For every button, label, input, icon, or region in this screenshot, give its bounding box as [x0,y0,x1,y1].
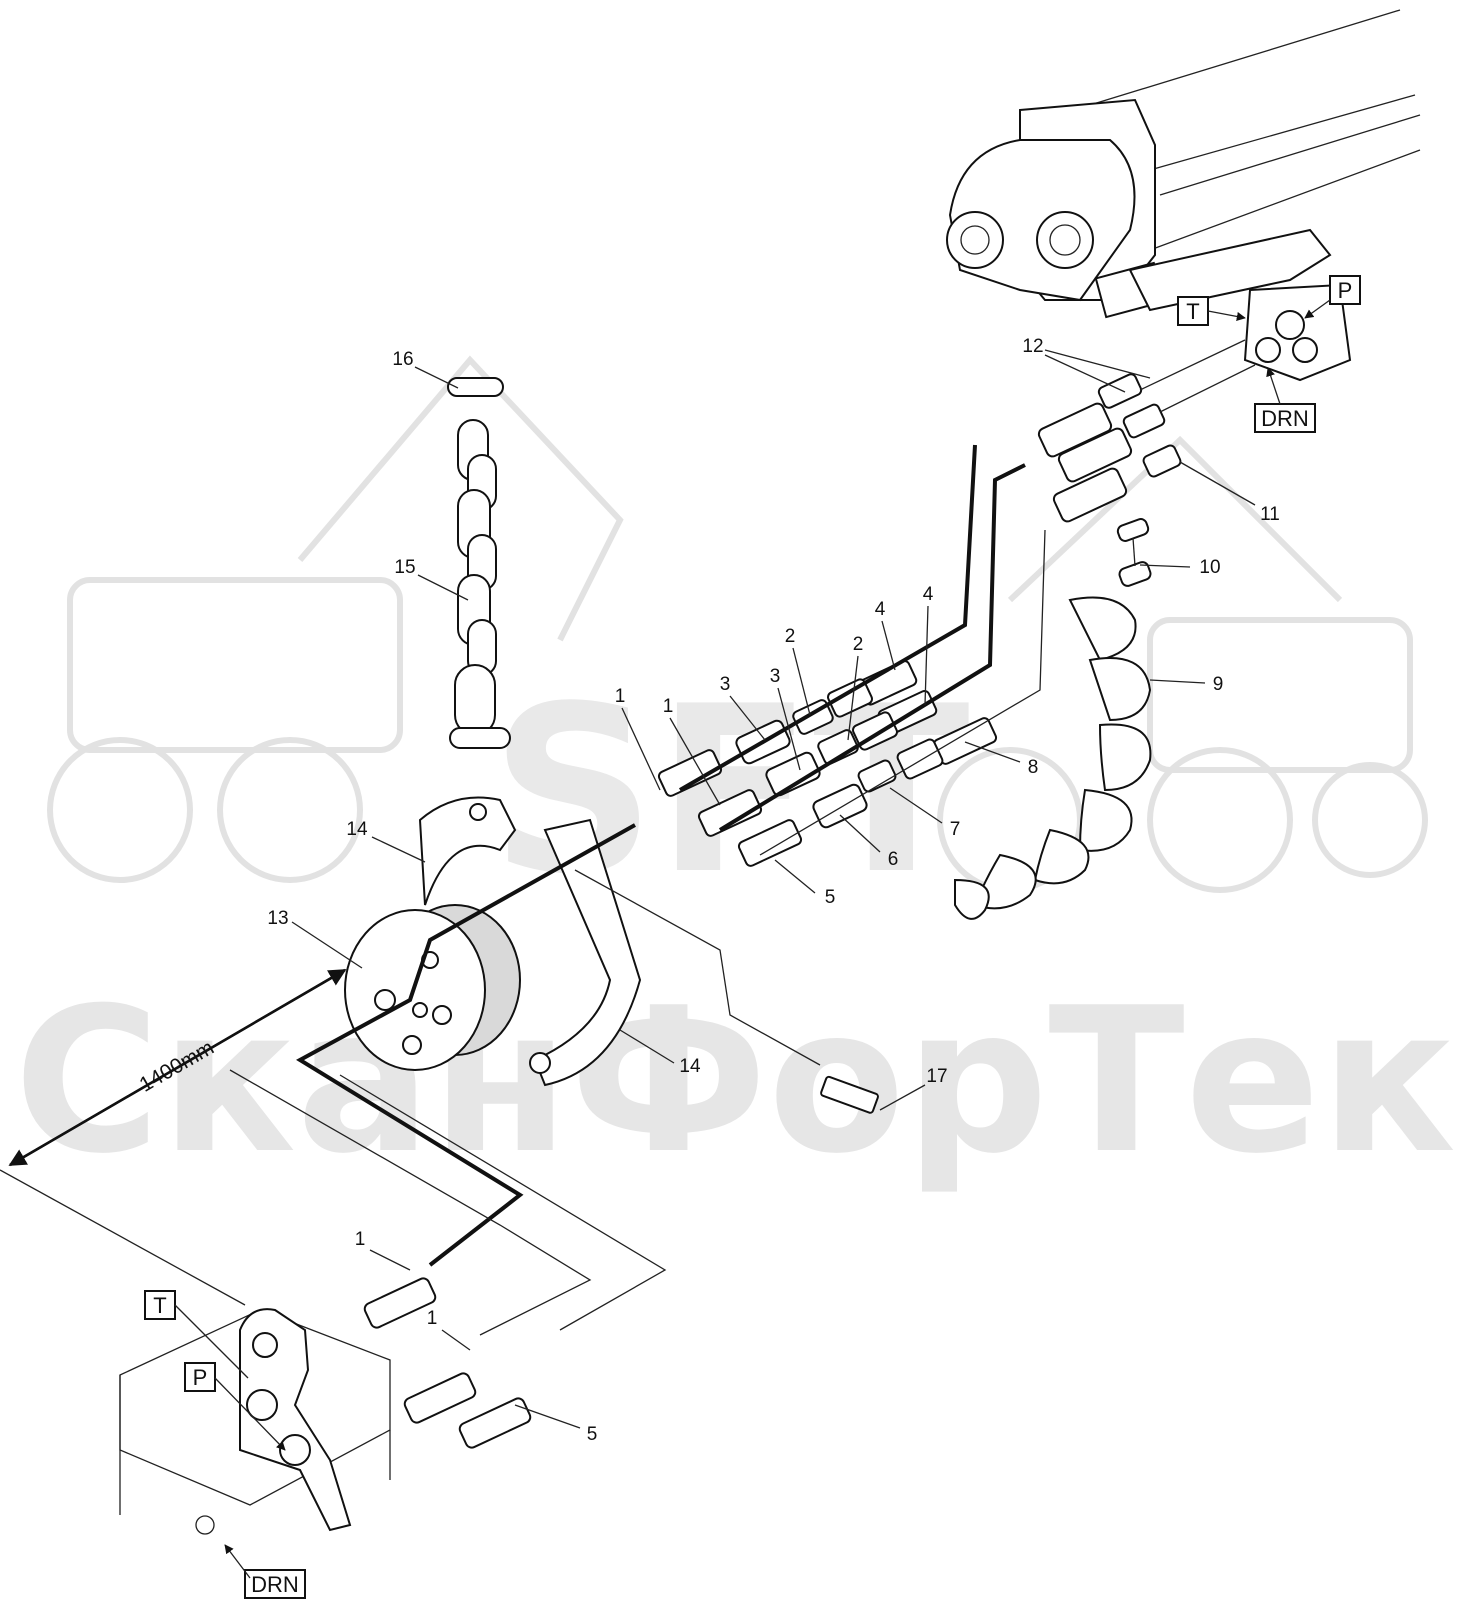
port-t-bottom: T [144,1290,249,1379]
callout-2: 2 [847,634,864,741]
port-drn-top: DRN [1254,367,1316,433]
callout-3: 3 [720,674,766,741]
svg-text:2: 2 [853,634,864,655]
svg-text:8: 8 [1028,757,1039,778]
callout-5: 5 [514,1404,598,1445]
svg-text:DRN: DRN [1261,406,1309,431]
svg-text:2: 2 [785,626,796,647]
lifting-chain [447,377,511,749]
chain-shackle-top [447,377,504,397]
svg-text:16: 16 [392,349,413,370]
boom-assembly [946,9,1421,382]
svg-text:12: 12 [1022,336,1043,357]
svg-text:15: 15 [394,557,415,578]
callout-14: 14 [619,1029,701,1077]
svg-text:4: 4 [875,599,886,620]
callout-1: 1 [663,696,721,806]
callout-4: 4 [875,599,896,671]
callout-15: 15 [394,557,469,601]
spiral-hose-guard [954,596,1152,920]
callout-5: 5 [774,859,836,908]
callout-10: 10 [1139,557,1221,578]
callout-7: 7 [889,787,961,840]
callout-8: 8 [964,741,1039,778]
svg-text:7: 7 [950,819,961,840]
port-p-top: P [1304,275,1361,319]
chain-shackle-bottom [449,727,511,749]
svg-text:17: 17 [926,1066,947,1087]
hose-routing [229,339,1256,1336]
svg-text:1: 1 [615,686,626,707]
svg-text:P: P [193,1365,208,1390]
svg-text:11: 11 [1260,504,1280,525]
callout-1: 1 [615,686,661,791]
callout-13: 13 [267,908,363,969]
callout-9: 9 [1149,674,1224,695]
callout-1: 1 [355,1229,411,1271]
svg-text:3: 3 [720,674,731,695]
port-drn-bottom: DRN [224,1544,306,1599]
callout-17: 17 [879,1066,948,1111]
svg-text:5: 5 [825,887,836,908]
svg-text:4: 4 [923,584,934,605]
callout-3: 3 [770,666,801,771]
svg-text:3: 3 [770,666,781,687]
callouts: 1 1 1 1 2 2 3 3 [267,336,1279,1445]
svg-text:13: 13 [267,908,288,929]
svg-text:1: 1 [355,1229,366,1250]
hose-clamp [1116,518,1152,587]
watermark: SFT СканФорТек [14,355,1456,1198]
port-labels: T P DRN T P DRN [144,275,1361,1599]
watermark-brand: SFT [490,658,970,925]
svg-text:10: 10 [1199,557,1220,578]
svg-text:T: T [153,1293,166,1318]
callout-16: 16 [392,349,459,389]
callout-11: 11 [1179,461,1280,525]
callout-12: 12 [1022,336,1151,393]
callout-2: 2 [785,626,811,716]
svg-text:6: 6 [888,849,899,870]
port-p-bottom: P [184,1362,286,1451]
svg-text:DRN: DRN [251,1572,299,1597]
svg-text:1: 1 [663,696,674,717]
svg-text:14: 14 [679,1056,701,1077]
callout-14: 14 [346,819,426,863]
svg-text:14: 14 [346,819,368,840]
svg-text:P: P [1338,278,1353,303]
watermark-company: СканФорТек [14,965,1456,1198]
svg-text:1: 1 [427,1308,438,1329]
port-t-top: T [1177,296,1246,326]
svg-text:9: 9 [1213,674,1224,695]
callout-6: 6 [839,814,899,870]
svg-text:T: T [1186,299,1199,324]
valve-block [119,1277,532,1535]
watermark-tractor-outline [47,355,1428,893]
svg-text:5: 5 [587,1424,598,1445]
callout-4: 4 [923,584,934,706]
callout-1: 1 [427,1308,471,1351]
